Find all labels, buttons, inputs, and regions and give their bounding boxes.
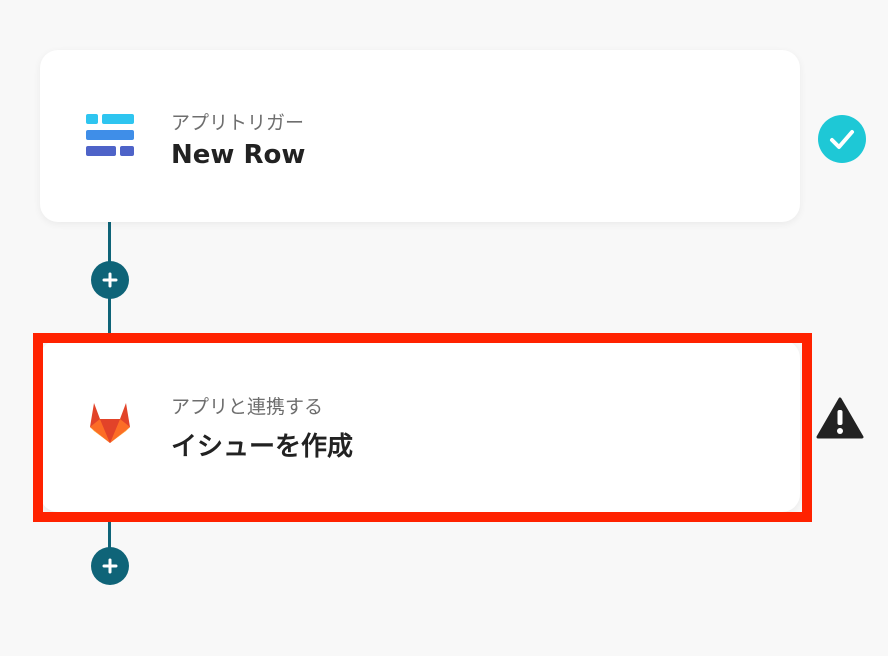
gitlab-icon <box>84 396 136 448</box>
warning-icon <box>816 396 864 440</box>
check-icon <box>818 115 866 163</box>
table-app-icon <box>84 110 136 162</box>
plus-icon <box>102 558 118 574</box>
step-title: New Row <box>171 140 306 170</box>
connector-line <box>108 516 111 550</box>
step-title: イシューを作成 <box>171 432 354 462</box>
step-card-trigger[interactable]: アプリトリガー New Row <box>40 50 800 222</box>
step-card-action[interactable]: アプリと連携する イシューを作成 <box>40 340 800 512</box>
add-step-button[interactable] <box>91 261 129 299</box>
add-step-button[interactable] <box>91 547 129 585</box>
plus-icon <box>102 272 118 288</box>
step-subtitle: アプリトリガー <box>171 112 305 134</box>
step-subtitle: アプリと連携する <box>171 396 324 418</box>
highlight-frame <box>33 333 812 522</box>
